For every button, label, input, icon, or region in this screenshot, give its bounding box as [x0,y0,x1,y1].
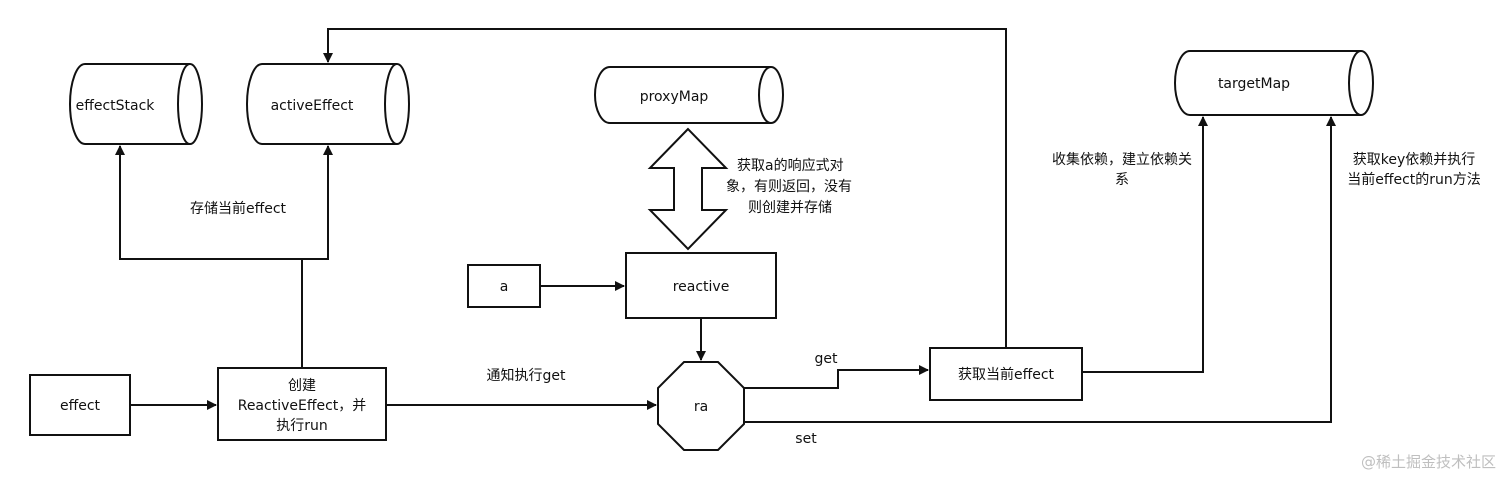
set-label: set [795,431,817,447]
notify-get-label: 通知执行get [487,367,566,384]
a-box: a [467,264,541,308]
trigger-label-line-2: 当前effect的run方法 [1347,171,1481,188]
get-current-effect-label: 获取当前effect [958,366,1055,383]
proxy-label-line-2: 象，有则返回，没有 [726,179,852,195]
ra-octagon: ra [657,361,745,451]
targetmap-cylinder: targetMap [1174,50,1374,116]
effectstack-cylinder: effectStack [69,63,203,145]
create-line-3: 执行run [276,418,328,434]
connector-create-to-store [115,145,303,368]
watermark: @稀土掘金技术社区 [1361,453,1496,471]
ra-label: ra [694,399,708,415]
reactive-label: reactive [673,279,730,295]
connector-geteffect-to-targetmap [1082,116,1208,373]
reactive-box: reactive [625,252,777,319]
double-arrow [647,127,729,251]
create-line-1: 创建 [288,378,316,394]
connector-geteffect-to-activeeffect [323,28,1007,348]
create-line-2: ReactiveEffect，并 [238,398,367,414]
proxymap-cylinder: proxyMap [594,66,784,124]
get-current-effect-box: 获取当前effect [929,347,1083,401]
connector-ra-get [744,365,929,389]
collect-label-line-2: 系 [1115,172,1129,188]
a-label: a [500,279,509,295]
effectstack-label: effectStack [76,98,156,114]
connector-store-to-activeeffect [302,145,333,260]
collect-label-line-1: 收集依赖，建立依赖关 [1052,151,1192,168]
activeeffect-cylinder: activeEffect [246,63,410,145]
get-label: get [815,351,839,367]
effect-box: effect [29,374,131,436]
proxy-label-line-3: 则创建并存储 [748,200,832,216]
effect-label: effect [60,398,101,414]
connector-ra-set [744,116,1336,423]
store-effect-label: 存储当前effect [190,200,287,217]
create-reactiveeffect-box: 创建 ReactiveEffect，并 执行run [217,367,387,441]
activeeffect-label: activeEffect [271,98,354,114]
proxy-label-line-1: 获取a的响应式对 [737,157,844,174]
targetmap-label: targetMap [1218,76,1290,92]
trigger-label-line-1: 获取key依赖并执行 [1353,152,1476,168]
proxymap-label: proxyMap [640,89,709,105]
